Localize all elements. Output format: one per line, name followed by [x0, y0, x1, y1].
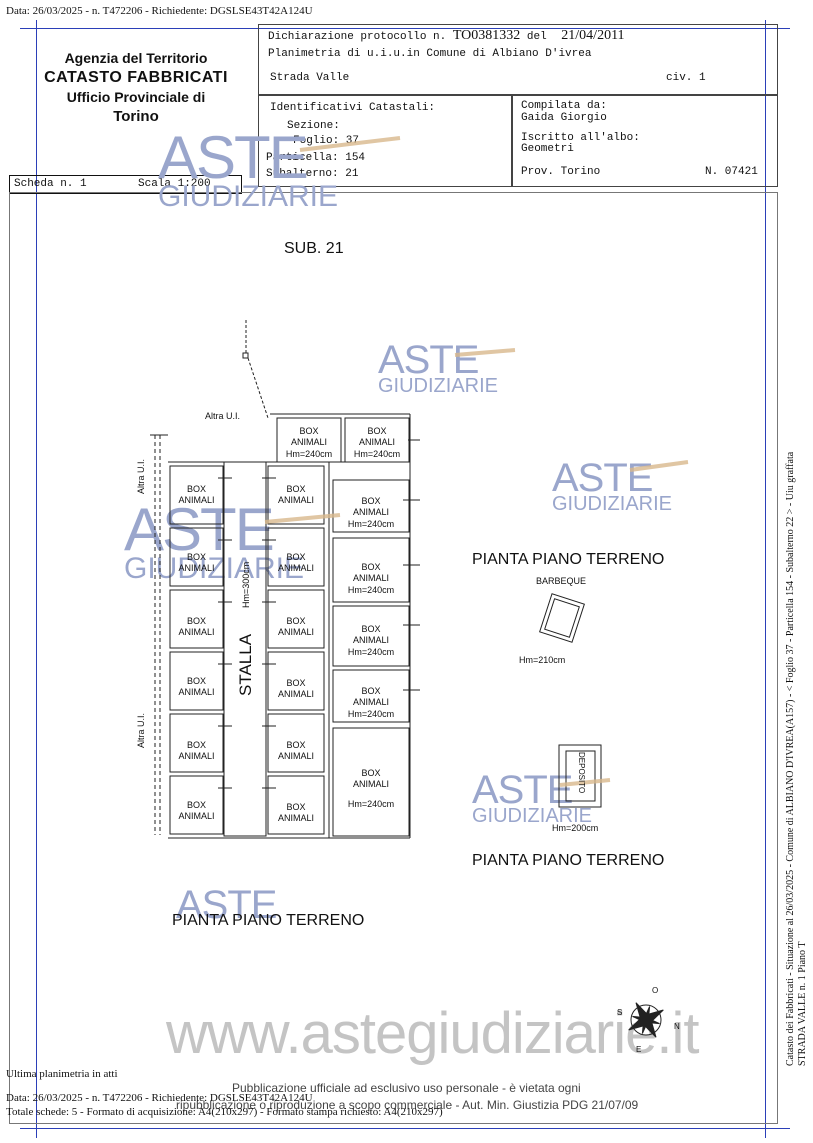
- request-header: Data: 26/03/2025 - n. T472206 - Richiede…: [6, 5, 313, 17]
- footer-totale: Totale schede: 5 - Formato di acquisizio…: [6, 1106, 443, 1118]
- protocol-box: [258, 24, 778, 96]
- watermark-site: www.astegiudiziarie.it: [166, 1001, 699, 1066]
- deposito-label: DEPOSITO: [577, 752, 586, 794]
- albo-label: Iscritto all'albo:: [521, 132, 640, 144]
- watermark-1: ASTE GIUDIZIARIE: [158, 124, 339, 213]
- catasto-title: CATASTO FABBRICATI: [44, 69, 228, 86]
- sezione-label: Sezione:: [287, 120, 340, 132]
- watermark-3: ASTE GIUDIZIARIE: [552, 456, 673, 515]
- altra-ui-left-2: Altra U.I.: [136, 712, 146, 748]
- barbeque-height: Hm=210cm: [519, 655, 566, 665]
- scheda-label: Scheda n. 1: [14, 178, 87, 190]
- protocol-date: 21/04/2011: [561, 28, 625, 43]
- compiler-name: Gaida Giorgio: [521, 112, 607, 124]
- albo-value: Geometri: [521, 143, 574, 155]
- barbeque-label: BARBEQUE: [536, 576, 587, 586]
- sub-label: SUB. 21: [284, 240, 344, 257]
- protocol-label: Dichiarazione protocollo n. TO0381332 de…: [268, 28, 625, 43]
- civ-label: civ. 1: [666, 72, 706, 84]
- compilata-label: Compilata da:: [521, 100, 607, 112]
- compass-n: N: [674, 1022, 680, 1031]
- deposito-height: Hm=200cm: [552, 823, 599, 833]
- ultima-planimetria: Ultima planimetria in atti: [6, 1068, 118, 1080]
- street-label: Strada Valle: [270, 72, 350, 84]
- watermark-4: ASTE GIUDIZIARIE: [124, 496, 305, 585]
- watermark-2: ASTE GIUDIZIARIE: [378, 338, 499, 397]
- albo-number: N. 07421: [705, 166, 758, 178]
- scheda-box: [9, 175, 242, 194]
- identifiers-title: Identificativi Catastali:: [270, 102, 436, 114]
- watermark-5: ASTE GIUDIZIARIE: [472, 768, 593, 827]
- footer-data: Data: 26/03/2025 - n. T472206 - Richiede…: [6, 1092, 313, 1104]
- compass-s: S: [617, 1008, 623, 1017]
- prov-label: Prov. Torino: [521, 166, 601, 178]
- frame-bottom-line: [20, 1128, 790, 1129]
- frame-right-line: [765, 20, 766, 1138]
- pubblicazione-line-2: ripubblicazione o riproduzione a scopo c…: [176, 1098, 639, 1112]
- watermark-6: ASTE: [176, 883, 277, 927]
- scala-label: Scala 1:200: [138, 178, 211, 190]
- drawing-frame: [9, 192, 778, 1124]
- frame-top-line: [20, 28, 790, 29]
- pubblicazione-line-1: Pubblicazione ufficiale ad esclusivo uso…: [232, 1081, 581, 1095]
- subalterno-label: Subalterno: 21: [266, 168, 359, 180]
- ufficio-label: Ufficio Provinciale di: [66, 89, 206, 105]
- identifiers-box: [258, 94, 513, 187]
- compass-o: O: [652, 986, 659, 995]
- side-catasto-text: Catasto dei Fabbricati - Situazione al 2…: [785, 451, 796, 1066]
- pianta-title-1: PIANTA PIANO TERRENO: [472, 551, 665, 568]
- compiler-box: [511, 94, 778, 187]
- frame-left-line: [36, 20, 37, 1138]
- protocol-number: TO0381332: [452, 28, 521, 43]
- plan-line: Planimetria di u.i.u.in Comune di Albian…: [268, 48, 592, 60]
- city-label: Torino: [113, 108, 159, 125]
- pianta-title-3: PIANTA PIANO TERRENO: [172, 912, 365, 929]
- side-address-text: STRADA VALLE n. 1 Piano T: [797, 941, 808, 1066]
- altra-ui-top: Altra U.I.: [205, 411, 241, 421]
- stalla-label: STALLA: [236, 633, 255, 696]
- stalla-height: Hm=300cm: [241, 561, 251, 608]
- agency-block: Agenzia del Territorio CATASTO FABBRICAT…: [26, 50, 246, 125]
- altra-ui-left-1: Altra U.I.: [136, 458, 146, 494]
- compass-e: E: [636, 1045, 642, 1054]
- agency-name: Agenzia del Territorio: [64, 50, 208, 66]
- pianta-title-2: PIANTA PIANO TERRENO: [472, 852, 665, 869]
- particella-label: Particella: 154: [266, 152, 366, 164]
